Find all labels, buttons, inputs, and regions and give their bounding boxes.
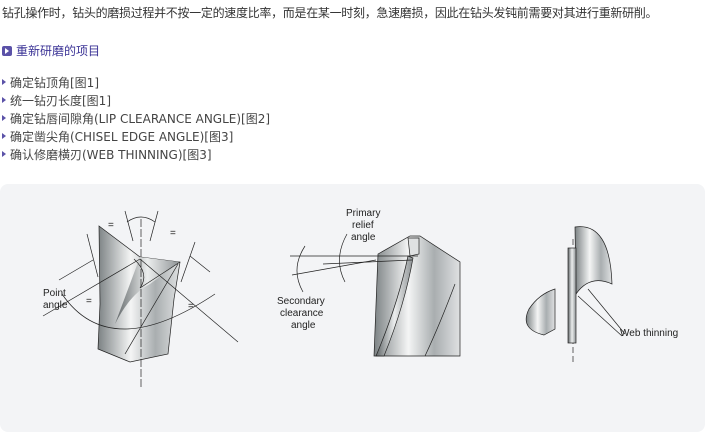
primary-relief-label: Primary [346, 208, 380, 219]
point-angle-figure [42, 210, 239, 389]
list-item: 确认修磨横刃(WEB THINNING)[图3] [0, 145, 270, 163]
figures-panel: = = = = Point angle Primary relief angle… [0, 184, 705, 432]
bullet-icon [2, 133, 6, 139]
bullet-icon [2, 79, 6, 85]
bullet-icon [2, 97, 6, 103]
regrind-items-list: 确定钻顶角[图1] 统一钻刃长度[图1] 确定钻唇间隙角(LIP CLEARAN… [0, 73, 270, 163]
list-item-text: 统一钻刃长度[图1] [10, 93, 111, 108]
primary-relief-label: angle [351, 232, 376, 243]
list-item-text: 确定钻顶角[图1] [10, 75, 99, 90]
primary-relief-label: relief [352, 220, 374, 231]
lip-clearance-figure [290, 233, 461, 357]
list-item: 统一钻刃长度[图1] [0, 91, 270, 109]
section-heading: 重新研磨的项目 [2, 42, 100, 59]
secondary-clearance-label: Secondary [277, 296, 325, 307]
list-item-text: 确认修磨横刃(WEB THINNING)[图3] [10, 147, 212, 162]
list-item: 确定凿尖角(CHISEL EDGE ANGLE)[图3] [0, 127, 270, 145]
secondary-clearance-label: angle [291, 320, 316, 331]
intro-text: 钻孔操作时，钻头的磨损过程并不按一定的速度比率，而是在某一时刻，急速磨损，因此在… [2, 6, 658, 20]
list-item: 确定钻唇间隙角(LIP CLEARANCE ANGLE)[图2] [0, 109, 270, 127]
web-thinning-label: Web thinning [620, 328, 678, 339]
list-item-text: 确定钻唇间隙角(LIP CLEARANCE ANGLE)[图2] [10, 111, 271, 126]
equal-mark: = [170, 228, 176, 239]
secondary-clearance-label: clearance [280, 308, 324, 319]
equal-mark: = [108, 220, 114, 231]
play-square-icon [2, 45, 12, 56]
bullet-icon [2, 151, 6, 157]
equal-mark: = [188, 301, 194, 312]
point-angle-label: angle [43, 300, 68, 311]
web-thinning-figure [525, 226, 626, 362]
section-title: 重新研磨的项目 [16, 44, 101, 58]
bullet-icon [2, 115, 6, 121]
point-angle-label: Point [43, 288, 66, 299]
equal-mark: = [86, 296, 92, 307]
list-item-text: 确定凿尖角(CHISEL EDGE ANGLE)[图3] [10, 129, 234, 144]
list-item: 确定钻顶角[图1] [0, 73, 270, 91]
